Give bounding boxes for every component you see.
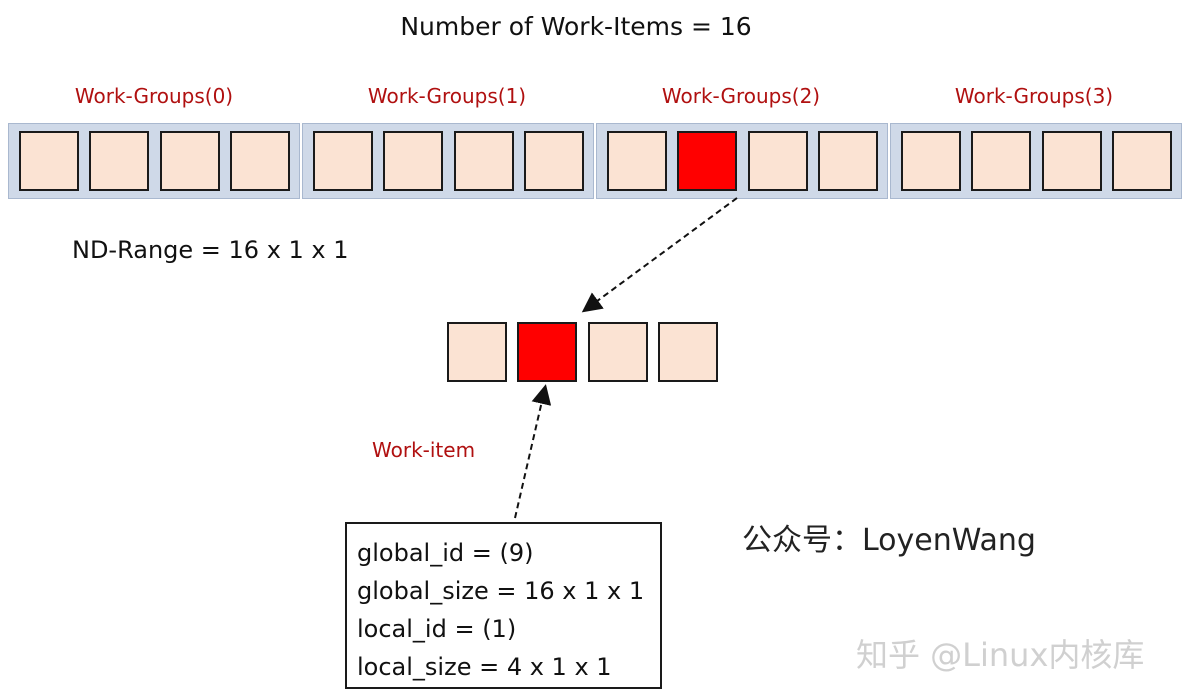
work-group-label-0: Work-Groups(0) [74, 84, 234, 108]
work-item-cell [454, 131, 514, 191]
account-watermark: 公众号：LoyenWang [742, 523, 1036, 558]
zoomed-work-item-cell [447, 322, 507, 382]
work-item-cell [1112, 131, 1172, 191]
work-item-cell [89, 131, 149, 191]
work-group-0 [8, 123, 300, 199]
zoom-arrow [581, 197, 738, 313]
work-item-cell [818, 131, 878, 191]
nd-range-label: ND-Range = 16 x 1 x 1 [72, 236, 349, 264]
work-item-cell [748, 131, 808, 191]
work-group-label-3: Work-Groups(3) [954, 84, 1114, 108]
work-item-cell [524, 131, 584, 191]
work-group-label-1: Work-Groups(1) [367, 84, 527, 108]
global-size-text: global_size = 16 x 1 x 1 [357, 577, 645, 605]
work-group-2 [596, 123, 888, 199]
work-item-info-box: global_id = (9) global_size = 16 x 1 x 1… [345, 522, 662, 689]
work-item-cell [313, 131, 373, 191]
work-item-cell [901, 131, 961, 191]
global-id-text: global_id = (9) [357, 539, 534, 567]
work-item-cell [160, 131, 220, 191]
work-group-label-2: Work-Groups(2) [661, 84, 821, 108]
work-item-arrow [514, 384, 552, 519]
local-size-text: local_size = 4 x 1 x 1 [357, 653, 612, 681]
work-group-3 [890, 123, 1182, 199]
work-item-cell [230, 131, 290, 191]
source-watermark: 知乎 @Linux内核库 [856, 636, 1145, 674]
zoomed-work-item-cell [658, 322, 718, 382]
work-group-1 [302, 123, 594, 199]
diagram-title: Number of Work-Items = 16 [400, 12, 752, 41]
zoomed-work-item-cell [588, 322, 648, 382]
active-work-item-cell [677, 131, 737, 191]
work-item-label: Work-item [372, 438, 476, 462]
active-zoomed-work-item-cell [517, 322, 577, 382]
work-item-cell [19, 131, 79, 191]
work-item-cell [383, 131, 443, 191]
local-id-text: local_id = (1) [357, 615, 517, 643]
work-item-cell [971, 131, 1031, 191]
work-item-cell [1042, 131, 1102, 191]
work-item-cell [607, 131, 667, 191]
